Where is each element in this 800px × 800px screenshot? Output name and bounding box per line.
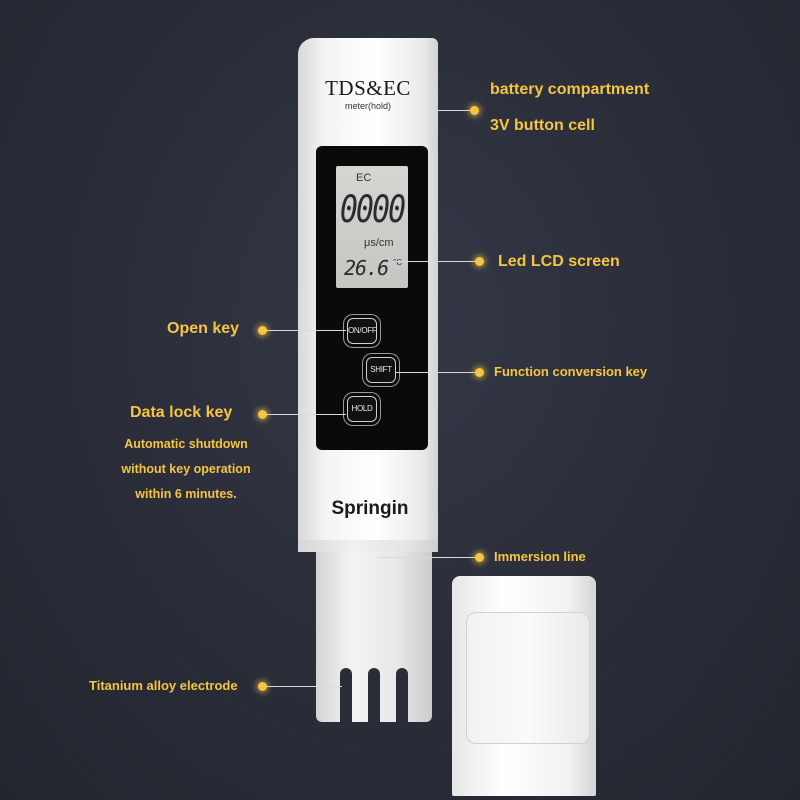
lcd-mode-indicator: EC [356,172,372,184]
leader-electrode [266,686,342,687]
marker-data-lock-key [258,410,267,419]
label-open-key: Open key [167,320,240,337]
marker-function-key [475,368,484,377]
hold-key[interactable]: HOLD [347,396,377,422]
leader-battery [432,110,472,111]
lcd-temperature: 26.6 [344,256,389,280]
power-key[interactable]: ON/OFF [347,318,377,344]
lcd-unit: μs/cm [364,237,394,249]
electrode-gap-right [396,668,408,724]
leader-open-key [266,330,346,331]
leader-data-lock-key [266,414,346,415]
marker-electrode [258,682,267,691]
meter-subtitle: meter(hold) [344,101,391,111]
lcd-screen [336,166,408,288]
shift-key[interactable]: SHIFT [366,357,396,383]
label-data-lock-key: Data lock key [130,404,233,421]
marker-open-key [258,326,267,335]
label-immersion-line: Immersion line [494,549,586,564]
brand-logo: Springin [331,498,409,519]
marker-battery [470,106,479,115]
note-shutdown-line3: within 6 minutes. [135,487,237,501]
note-shutdown: Automatic shutdown without key operation… [100,432,272,507]
leader-function-key [396,372,476,373]
lcd-temperature-unit: °C [393,258,402,267]
label-battery-compartment: battery compartment [490,81,650,98]
leader-immersion [378,557,476,558]
electrode-gap-middle [368,668,380,724]
lcd-reading: 0000 [339,188,406,232]
note-shutdown-line1: Automatic shutdown [124,437,248,451]
note-shutdown-line2: without key operation [121,462,251,476]
label-button-cell: 3V button cell [490,117,595,134]
meter-cap-recess [466,612,590,744]
label-function-key: Function conversion key [494,364,648,379]
label-lcd-screen: Led LCD screen [498,253,620,270]
label-electrode: Titanium alloy electrode [89,678,238,693]
meter-title: TDS&EC [325,76,411,100]
marker-lcd [475,257,484,266]
leader-lcd [392,261,476,262]
marker-immersion [475,553,484,562]
meter-collar [298,540,438,552]
electrode-gap-left [340,668,352,724]
